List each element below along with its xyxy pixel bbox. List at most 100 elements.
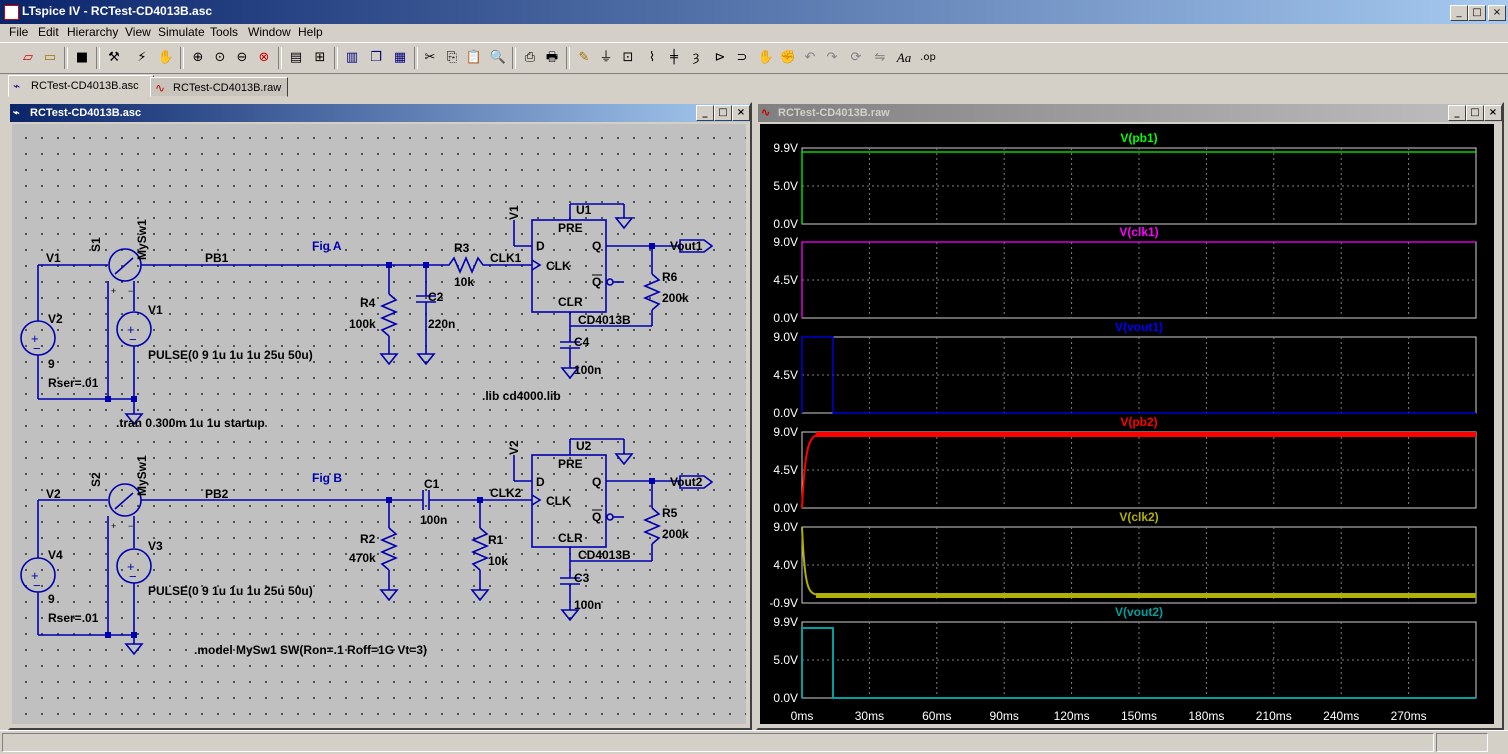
grid-icon[interactable]: ⊞ [314,50,326,65]
maximize-button[interactable]: □ [1468,5,1486,21]
component-icon[interactable]: ⊃ [736,50,748,65]
cut-icon[interactable]: ✂ [424,50,436,65]
y-tick-1-0: 9.0V [773,235,798,249]
y-tick-0-0: 9.9V [773,141,798,155]
pin-qbar: Q [592,275,601,289]
y-tick-3-2: 0.0V [773,501,798,515]
pin-clr-2: CLR [558,531,583,545]
minimize-button[interactable]: _ [1450,5,1468,21]
comment-fig-a: Fig A [312,239,342,253]
find-icon[interactable]: 🔍 [489,50,507,65]
zoom-fit-icon[interactable]: ⊗ [258,50,270,65]
copy-icon[interactable]: ⎘ [446,50,458,65]
print-icon[interactable]: 🖶 [545,50,559,65]
wire-icon[interactable]: ✎ [578,50,590,65]
svg-text:+: + [127,322,135,337]
menu-tools[interactable]: Tools [210,25,239,39]
value-r5: 200k [662,527,689,541]
save-icon[interactable]: ■ [75,50,89,65]
trace-label-0: V(pb1) [1120,131,1157,145]
svg-text:−: − [129,332,137,347]
print-setup-icon[interactable]: ⎙ [524,50,536,65]
paste-icon[interactable]: 📋 [465,50,483,65]
schematic-maximize-button[interactable]: □ [714,105,732,121]
net-label-pb2: PB2 [205,487,229,501]
net-label-clk2: CLK2 [490,486,522,500]
ref-r3: R3 [454,241,470,255]
title-bar: LTspice IV - RCTest-CD4013B.asc _ □ × [0,0,1508,24]
rotate-icon[interactable]: ⟳ [850,50,862,65]
waveform-title: RCTest-CD4013B.raw [778,107,890,119]
drag-icon[interactable]: ✊ [779,50,797,65]
menu-edit[interactable]: Edit [38,25,59,39]
open-icon[interactable]: ▭ [43,50,57,65]
pin-pre: PRE [558,221,583,235]
pin-clk-2: CLK [546,494,571,508]
menu-hierarchy[interactable]: Hierarchy [67,25,119,39]
waveform-close-button[interactable]: × [1484,105,1502,121]
tile-horizontal-icon[interactable]: ▥ [345,50,359,65]
menu-view[interactable]: View [125,25,151,39]
zoom-in-icon[interactable]: ⊕ [192,50,204,65]
mirror-icon[interactable]: ⇋ [874,50,886,65]
inductor-icon[interactable]: ȝ [692,50,700,65]
redo-icon[interactable]: ↷ [826,50,838,65]
capacitor-icon[interactable]: ╪ [670,50,678,65]
schematic-canvas[interactable]: +− +− +− +− V1 S1 MySw1 PB1 R3 10k CLK1 … [12,124,746,724]
pin-clr: CLR [558,295,583,309]
document-tabs: ⌁ RCTest-CD4013B.asc ∿ RCTest-CD4013B.ra… [0,73,1508,97]
close-button[interactable]: × [1488,5,1506,21]
tab-waveform[interactable]: ∿ RCTest-CD4013B.raw [150,77,288,97]
move-icon[interactable]: ✋ [757,50,775,65]
app-icon [4,5,19,20]
ref-c4: C4 [574,335,590,349]
svg-text:−: − [33,578,41,593]
menu-window[interactable]: Window [248,25,291,39]
pin-clk: CLK [546,259,571,273]
y-tick-1-2: 0.0V [773,311,798,325]
directive-model: .model MySw1 SW(Ron=.1 Roff=1G Vt=3) [194,643,427,657]
ref-r2: R2 [360,532,376,546]
run-icon[interactable]: ⚡ [137,50,147,65]
toolbar: ▱ ▭ ■ ⚒ ⚡ ✋ ⊕ ⊙ ⊖ ⊗ ▤ ⊞ ▥ ❐ ▦ ✂ ⎘ 📋 🔍 ⎙ … [0,42,1508,74]
text-icon[interactable]: Aa [896,50,912,65]
autorange-icon[interactable]: ▤ [289,50,303,65]
net-label-vout2: Vout2 [670,475,703,489]
zoom-out-icon[interactable]: ⊖ [236,50,248,65]
waveform-maximize-button[interactable]: □ [1466,105,1484,121]
menu-file[interactable]: File [9,25,29,39]
model-mysw1-b: MySw1 [135,455,149,496]
menu-help[interactable]: Help [298,25,323,39]
menu-simulate[interactable]: Simulate [158,25,205,39]
y-tick-3-1: 4.5V [773,463,798,477]
ref-r4: R4 [360,296,376,310]
x-tick-9: 270ms [1391,709,1427,723]
pin-q-2: Q [592,475,601,489]
waveform-minimize-button[interactable]: _ [1448,105,1466,121]
label-net-icon[interactable]: ⊡ [622,50,634,65]
new-schematic-icon[interactable]: ▱ [23,50,33,65]
ground-icon[interactable]: ⏚ [599,50,613,65]
x-tick-4: 120ms [1054,709,1090,723]
spice-directive-icon[interactable]: .op [920,52,936,63]
value-v2: 9 [48,357,55,371]
ref-v3: V3 [148,539,163,553]
ref-u2: U2 [576,439,592,453]
zoom-area-icon[interactable]: ⊙ [214,50,226,65]
cascade-icon[interactable]: ❐ [370,50,382,65]
pin-qbar-2: Q [592,510,601,524]
resistor-icon[interactable]: ⌇ [648,50,656,65]
schematic-close-button[interactable]: × [732,105,750,121]
waveform-icon: ∿ [155,81,166,95]
x-tick-8: 240ms [1323,709,1359,723]
diode-icon[interactable]: ⊳ [714,50,726,65]
tile-vertical-icon[interactable]: ▦ [393,50,407,65]
pan-icon[interactable]: ✋ [157,50,175,65]
model-mysw1-a: MySw1 [135,219,149,260]
undo-icon[interactable]: ↶ [804,50,816,65]
tab-schematic[interactable]: ⌁ RCTest-CD4013B.asc [8,75,154,97]
schematic-minimize-button[interactable]: _ [696,105,714,121]
net-label-vout1: Vout1 [670,239,703,253]
control-panel-icon[interactable]: ⚒ [108,50,120,65]
